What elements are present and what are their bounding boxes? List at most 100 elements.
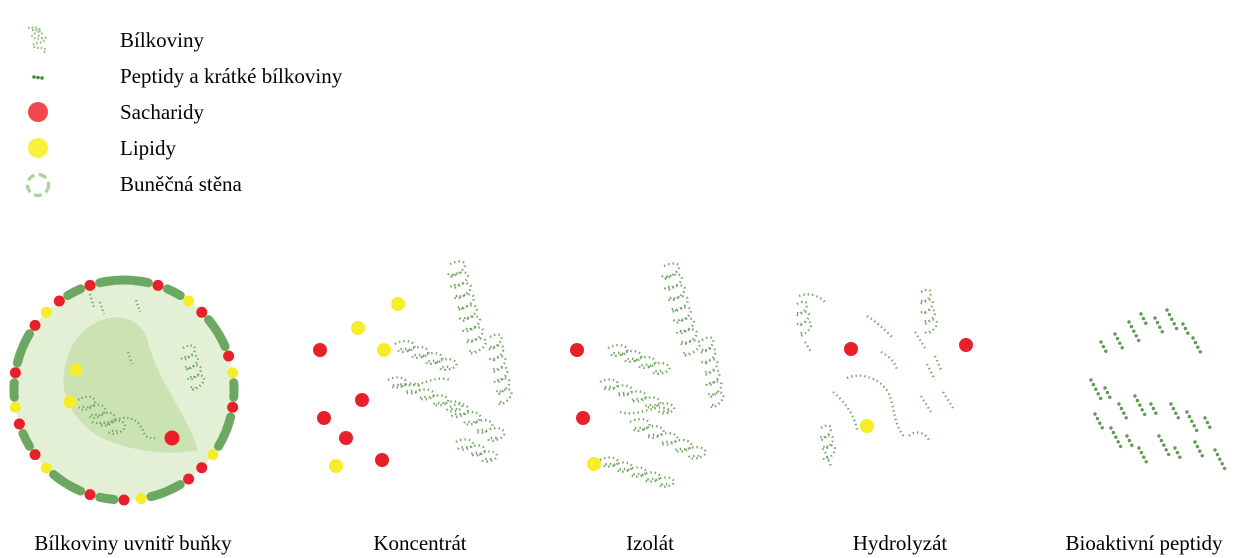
protein-chain: [914, 331, 926, 349]
peptide-residue: [1125, 434, 1129, 438]
lipid-particle: [63, 395, 77, 409]
peptide-residue: [1117, 402, 1121, 406]
legend-item-peptides: Peptidy a krátké bílkoviny: [18, 60, 438, 92]
peptide-residue: [1183, 326, 1188, 331]
carbohydrate-particle: [84, 489, 96, 501]
protein-chain: [920, 395, 932, 413]
cell-wall-segment: [162, 284, 185, 300]
cell-wall-segment: [12, 344, 27, 368]
peptide-residue: [1103, 386, 1107, 390]
cell-wall: [9, 275, 239, 506]
peptide-residue: [1205, 420, 1210, 425]
carbohydrate-particle: [152, 279, 164, 291]
lipid-particle: [9, 401, 21, 413]
legend-label-carbohydrates: Sacharidy: [120, 100, 204, 124]
legend-item-carbohydrates: Sacharidy: [18, 96, 438, 128]
peptide-residue: [1124, 416, 1128, 420]
cell-wall-segment: [49, 470, 70, 488]
peptide-residue: [1137, 446, 1141, 450]
stage-concentrate: [300, 252, 550, 502]
peptide-residue: [1170, 317, 1174, 321]
peptide-residue: [1115, 336, 1120, 341]
carbohydrate-particle: [339, 431, 353, 445]
legend-item-lipids: Lipidy: [18, 132, 438, 164]
peptide-residue: [1218, 457, 1222, 461]
stage-hydrolysate: [785, 252, 995, 502]
carbohydrate-particle: [9, 367, 21, 379]
peptide-residue: [1198, 449, 1202, 453]
cell-wall-icon: [18, 168, 60, 200]
peptide-residue: [1111, 430, 1116, 435]
protein-chain: [387, 376, 464, 413]
caption-bioactive-peptides: Bioaktivní peptidy: [1065, 531, 1223, 555]
peptide-residue: [1164, 448, 1168, 452]
protein-chain: [619, 406, 671, 415]
isolate-particles: [570, 343, 601, 471]
protein-chain: [908, 431, 931, 441]
peptide-residue: [1122, 411, 1126, 415]
peptide-residue: [1196, 345, 1200, 349]
protein-chain: [629, 417, 707, 461]
lipid-particle: [69, 363, 83, 377]
cell-proteins: [77, 293, 205, 440]
peptide-residue: [1178, 455, 1182, 459]
protein-chain: [455, 438, 499, 463]
peptide-residue: [1181, 322, 1185, 326]
protein-chain: [77, 395, 127, 436]
peptide-residue: [1116, 440, 1120, 444]
lipid-particle: [135, 493, 147, 505]
concentrate-particles: [313, 297, 405, 473]
hydrolysate-diagram: [794, 288, 973, 467]
peptide-residue: [1158, 325, 1162, 329]
peptide-residue: [1136, 338, 1141, 343]
peptide-residue: [1176, 416, 1180, 420]
protein-chain: [918, 288, 939, 335]
legend-label-peptides: Peptidy a krátké bílkoviny: [120, 64, 343, 88]
carbohydrate-particle: [570, 343, 584, 357]
cell-wall-segment: [129, 275, 153, 288]
lipid-particle: [329, 459, 343, 473]
cell-wall-segment: [18, 428, 34, 451]
cell-contents: [63, 363, 180, 446]
carbohydrate-particle: [29, 449, 41, 461]
peptide-residue: [1203, 416, 1207, 420]
peptide-residue: [1093, 412, 1097, 416]
peptide-residue: [1133, 394, 1137, 398]
stage-bioactive-peptides: [1075, 252, 1235, 502]
protein-chain: [487, 333, 513, 406]
caption-concentrate: Koncentrát: [373, 531, 467, 555]
peptide-residue: [1208, 425, 1212, 429]
peptide-residue: [1089, 378, 1093, 382]
peptide-residue: [1100, 426, 1104, 430]
hydrolysate-fragments: [794, 288, 954, 467]
peptide-residue: [1095, 416, 1100, 421]
lipid-particle: [351, 321, 365, 335]
peptide-residue: [1151, 406, 1156, 411]
protein-chain: [399, 377, 451, 387]
protein-coil-icon: [18, 24, 60, 56]
peptide-residue: [1174, 411, 1178, 415]
stage-isolate: [560, 252, 790, 502]
carbohydrate-particle: [164, 430, 180, 446]
carbohydrate-particle: [227, 401, 239, 413]
carbohydrate-particle: [13, 418, 25, 430]
lipid-particle: [227, 367, 239, 379]
protein-chain: [933, 355, 943, 371]
peptide-residue: [1109, 426, 1113, 430]
peptide-residue: [1135, 398, 1140, 403]
hydrolysate-particles: [844, 338, 973, 433]
peptide-residue: [1141, 316, 1146, 321]
lipid-particle: [183, 295, 195, 307]
peptide-residue: [1154, 411, 1158, 415]
peptide-residue: [1149, 402, 1153, 406]
carbohydrate-particle: [576, 411, 590, 425]
legend-label-cell-wall: Buněčná stěna: [120, 172, 242, 196]
peptide-residue: [1108, 395, 1112, 399]
bioactive-peptides-diagram: [1089, 308, 1227, 471]
protein-chain: [832, 391, 859, 431]
peptide-residue: [1171, 406, 1176, 411]
peptide-residue: [1167, 312, 1172, 317]
caption-cell: Bílkoviny uvnitř buňky: [34, 531, 232, 555]
protein-chain: [942, 391, 954, 409]
protein-chain: [180, 344, 205, 391]
